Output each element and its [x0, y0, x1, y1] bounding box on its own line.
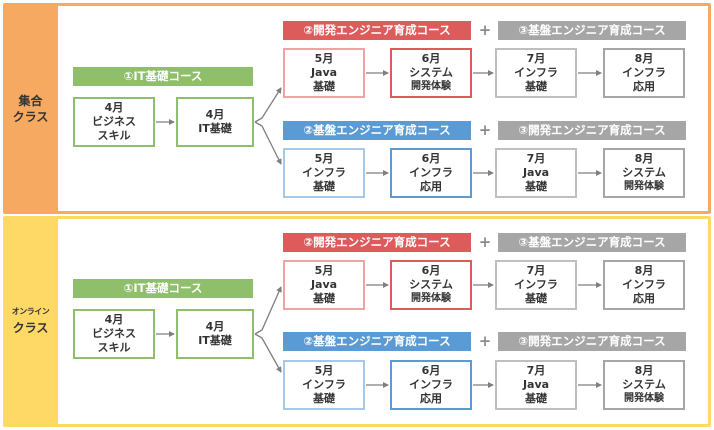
- plus-sign: +: [478, 121, 492, 139]
- may-step-box: 5月 インフラ 基礎: [283, 360, 365, 410]
- infra-optional-course-banner: ③基盤エンジニア育成コース: [498, 233, 686, 252]
- june-step-box: 6月 システム 開発体験: [390, 48, 472, 98]
- august-step-box: 8月 インフラ 応用: [603, 48, 685, 98]
- july-step-box: 7月 インフラ 基礎: [495, 260, 577, 310]
- july-step-box: 7月 Java 基礎: [495, 360, 577, 410]
- dev-optional-course-banner: ③開発エンジニア育成コース: [498, 332, 686, 351]
- infra-course-banner: ②基盤エンジニア育成コース: [283, 121, 471, 140]
- it-basic-course-banner: ①IT基礎コース: [73, 279, 253, 298]
- april-business-skill-box: 4月 ビジネス スキル: [73, 309, 155, 359]
- infra-course-banner: ②基盤エンジニア育成コース: [283, 332, 471, 351]
- may-step-box: 5月 Java 基礎: [283, 260, 365, 310]
- infra-optional-course-banner: ③基盤エンジニア育成コース: [498, 21, 686, 40]
- april-business-skill-box: 4月 ビジネス スキル: [73, 97, 155, 147]
- august-step-box: 8月 システム 開発体験: [603, 148, 685, 198]
- online-class-label: オンライン クラス: [11, 307, 50, 335]
- april-it-basic-box: 4月 IT基礎: [176, 97, 254, 147]
- august-step-box: 8月 システム 開発体験: [603, 360, 685, 410]
- august-step-box: 8月 インフラ 応用: [603, 260, 685, 310]
- july-step-box: 7月 Java 基礎: [495, 148, 577, 198]
- group-class-panel: [58, 6, 708, 211]
- it-basic-course-banner: ①IT基礎コース: [73, 67, 253, 86]
- july-step-box: 7月 インフラ 基礎: [495, 48, 577, 98]
- dev-course-banner: ②開発エンジニア育成コース: [283, 21, 471, 40]
- may-step-box: 5月 インフラ 基礎: [283, 148, 365, 198]
- may-step-box: 5月 Java 基礎: [283, 48, 365, 98]
- plus-sign: +: [478, 21, 492, 39]
- online-class-panel: [58, 219, 708, 424]
- group-class-label: 集合 クラス: [12, 94, 49, 124]
- june-step-box: 6月 インフラ 応用: [390, 148, 472, 198]
- june-step-box: 6月 インフラ 応用: [390, 360, 472, 410]
- dev-optional-course-banner: ③開発エンジニア育成コース: [498, 121, 686, 140]
- april-it-basic-box: 4月 IT基礎: [176, 309, 254, 359]
- plus-sign: +: [478, 233, 492, 251]
- june-step-box: 6月 システム 開発体験: [390, 260, 472, 310]
- dev-course-banner: ②開発エンジニア育成コース: [283, 233, 471, 252]
- plus-sign: +: [478, 332, 492, 350]
